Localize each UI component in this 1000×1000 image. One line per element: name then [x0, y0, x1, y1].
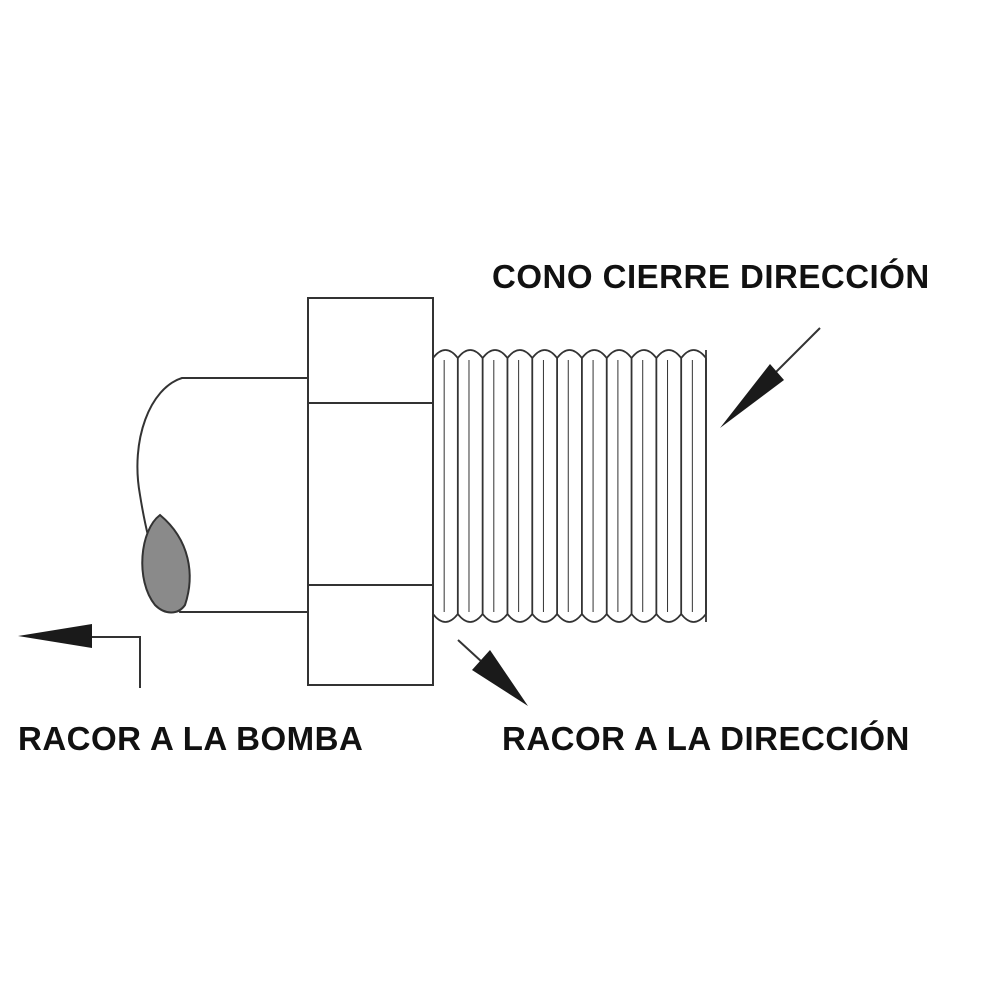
weld-spot — [141, 513, 191, 614]
label-racor-direccion: RACOR A LA DIRECCIÓN — [502, 720, 910, 757]
hex-nut — [307, 297, 434, 686]
label-racor-bomba: RACOR A LA BOMBA — [18, 720, 364, 757]
arrow-racor-bomba — [18, 624, 141, 688]
arrow-racor-direccion — [457, 639, 528, 706]
arrow-cono-cierre — [720, 327, 821, 428]
threaded-section — [432, 349, 707, 623]
label-cono-cierre-direccion: CONO CIERRE DIRECCIÓN — [492, 258, 930, 295]
